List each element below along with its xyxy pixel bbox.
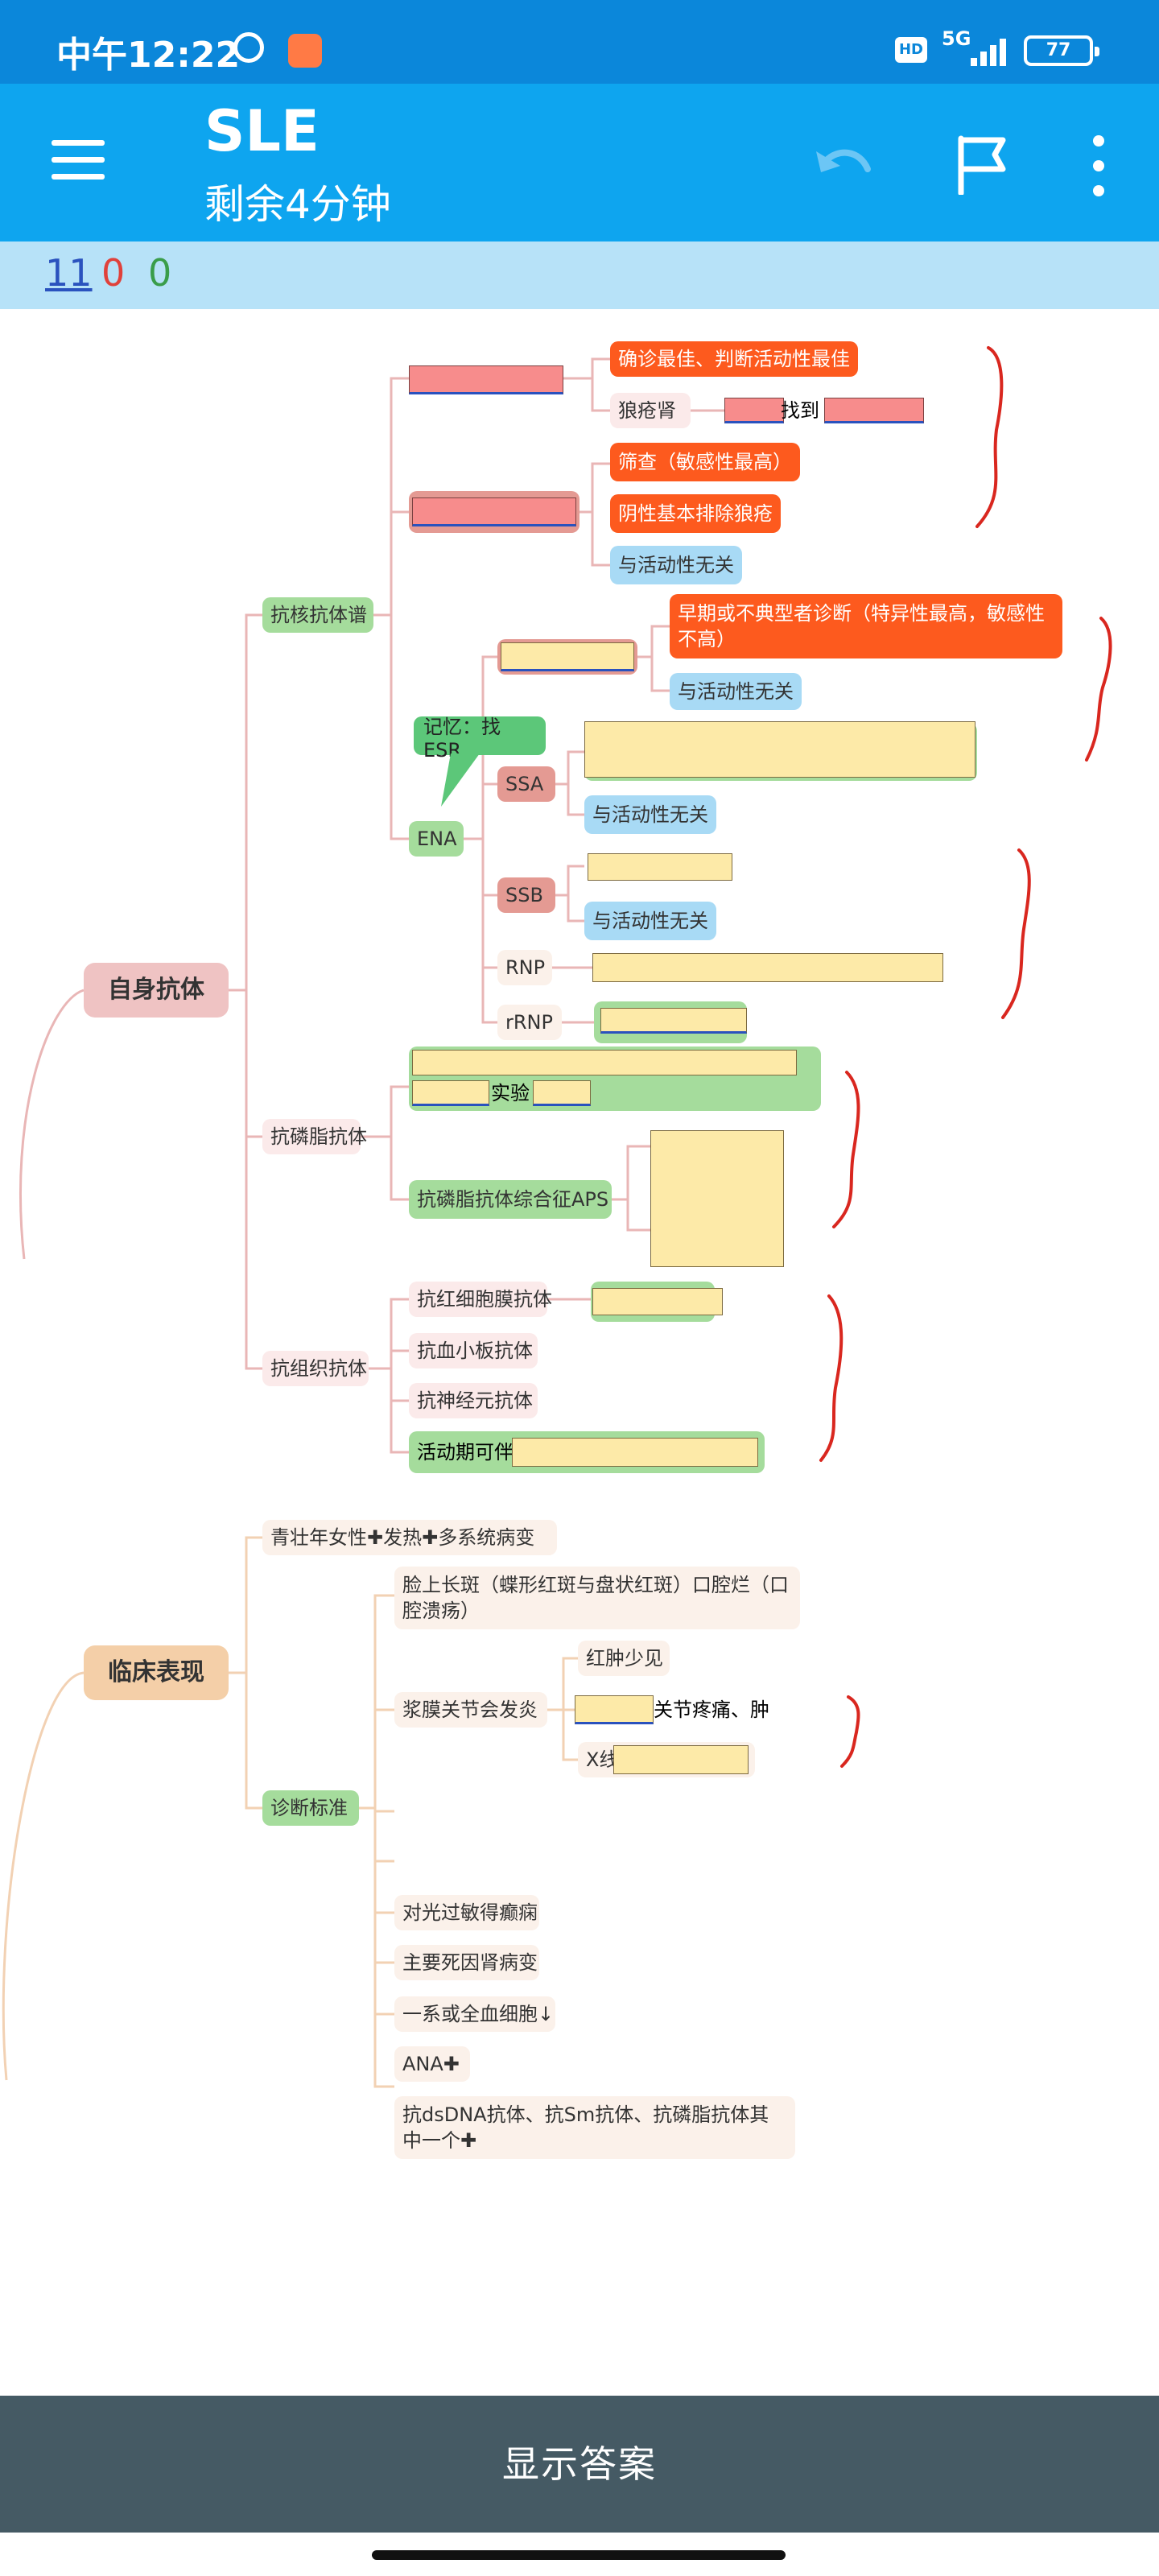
mask-rrnp[interactable]	[600, 1008, 747, 1034]
learning-count: 0	[101, 251, 126, 295]
mask-ssb[interactable]	[588, 853, 732, 881]
mask-ds-kidney-b[interactable]	[824, 398, 924, 423]
deck-title: SLE	[204, 98, 320, 164]
notification-icon	[288, 34, 322, 68]
node-t2[interactable]: 抗血小板抗体	[409, 1333, 538, 1368]
root-autoantibodies[interactable]: 自身抗体	[84, 963, 229, 1018]
mask-ds-dna[interactable]	[409, 365, 563, 394]
node-t4[interactable]: 活动期可伴	[417, 1440, 514, 1463]
mask-ds-kidney-a[interactable]	[724, 398, 784, 423]
node-ssa[interactable]: SSA	[497, 766, 555, 802]
app-bar: SLE 剩余4分钟	[0, 84, 1159, 242]
node-d7[interactable]: 抗dsDNA抗体、抗Sm抗体、抗磷脂抗体其中一个✚	[394, 2096, 795, 2159]
mask-d2-2[interactable]	[575, 1695, 654, 1724]
mask-t1[interactable]	[592, 1288, 723, 1315]
node-ssb-1[interactable]: 与活动性无关	[584, 902, 716, 940]
node-t3[interactable]: 抗神经元抗体	[409, 1383, 538, 1418]
mask-apl-c[interactable]	[533, 1080, 591, 1106]
root-clinical[interactable]: 临床表现	[84, 1645, 229, 1700]
mind-map: 自身抗体 抗核抗体谱 确诊最佳、判断活动性最佳 狼疮肾 找到 筛查（敏感性最高）…	[0, 309, 1159, 2396]
mask-sm[interactable]	[501, 642, 634, 671]
mask-t4[interactable]	[512, 1438, 758, 1467]
node-c1[interactable]: 青壮年女性✚发热✚多系统病变	[262, 1520, 557, 1555]
show-answer-button[interactable]: 显示答案	[0, 2396, 1159, 2533]
node-d2-2[interactable]: 关节疼痛、肿	[654, 1698, 769, 1721]
mask-rnp[interactable]	[592, 953, 943, 982]
node-rnp[interactable]: RNP	[497, 950, 552, 985]
time-remaining: 剩余4分钟	[204, 181, 391, 228]
node-t1[interactable]: 抗红细胞膜抗体	[409, 1282, 552, 1317]
alarm-icon	[233, 32, 264, 63]
node-d4[interactable]: 主要死因肾病变	[394, 1945, 539, 1980]
node-d2[interactable]: 浆膜关节会发炎	[394, 1692, 547, 1728]
mask-apl-a[interactable]	[412, 1050, 797, 1075]
node-ana-1[interactable]: 筛查（敏感性最高）	[610, 443, 800, 481]
memo-callout[interactable]: 记忆：找ESR	[414, 716, 546, 762]
new-count: 11	[45, 251, 93, 295]
status-bar: 中午12:22 HD 5G 77	[0, 0, 1159, 84]
node-ana-2[interactable]: 阴性基本排除狼疮	[610, 494, 781, 533]
status-time: 中午12:22	[56, 35, 241, 76]
battery-icon: 77	[1024, 35, 1099, 66]
node-d5[interactable]: 一系或全血细胞↓	[394, 1996, 555, 2032]
more-options-icon[interactable]	[1087, 134, 1111, 198]
network-type: 5G	[942, 27, 971, 50]
mask-aps[interactable]	[650, 1130, 784, 1267]
node-ana-spectrum[interactable]: 抗核抗体谱	[262, 597, 373, 633]
node-antiphospholipid[interactable]: 抗磷脂抗体	[262, 1119, 367, 1154]
node-sm-2[interactable]: 与活动性无关	[670, 673, 802, 710]
node-d6[interactable]: ANA✚	[394, 2046, 470, 2082]
node-d1[interactable]: 脸上长斑（蝶形红斑与盘状红斑）口腔烂（口腔溃疡）	[394, 1567, 800, 1629]
node-ds-1[interactable]: 确诊最佳、判断活动性最佳	[610, 341, 858, 377]
undo-icon[interactable]	[810, 137, 874, 193]
node-ena[interactable]: ENA	[409, 821, 464, 857]
flag-icon[interactable]	[955, 135, 1009, 195]
node-d3[interactable]: 对光过敏得癫痫	[394, 1895, 539, 1930]
node-ana-container[interactable]	[409, 491, 580, 533]
mask-ana[interactable]	[412, 497, 576, 526]
node-rrnp[interactable]: rRNP	[497, 1005, 562, 1040]
mind-map-connectors	[2, 346, 1112, 2088]
node-diagnostic-criteria[interactable]: 诊断标准	[262, 1790, 359, 1826]
node-anti-tissue[interactable]: 抗组织抗体	[262, 1351, 369, 1386]
mask-d2-3[interactable]	[613, 1745, 749, 1774]
node-sm-container[interactable]	[497, 639, 637, 675]
hd-badge: HD	[895, 37, 927, 63]
node-d2-1[interactable]: 红肿少见	[578, 1641, 670, 1676]
gesture-nav-bar[interactable]	[372, 2550, 786, 2560]
mask-apl-b[interactable]	[412, 1080, 489, 1106]
review-count: 0	[148, 251, 172, 295]
node-ana-3[interactable]: 与活动性无关	[610, 546, 742, 584]
signal-icon	[966, 34, 1014, 66]
review-counts-bar: 11 0 0	[0, 242, 1159, 309]
node-sm-1[interactable]: 早期或不典型者诊断（特异性最高，敏感性不高）	[670, 594, 1062, 658]
node-ds-2[interactable]: 狼疮肾	[610, 393, 691, 428]
mask-ssa[interactable]	[584, 721, 975, 778]
node-ds-find: 找到	[781, 398, 819, 422]
node-apl-test: 实验	[491, 1081, 530, 1104]
callout-pointer	[441, 753, 480, 807]
node-aps[interactable]: 抗磷脂抗体综合征APS	[409, 1180, 612, 1219]
node-ssb[interactable]: SSB	[497, 877, 555, 913]
menu-icon[interactable]	[52, 140, 105, 180]
node-ssa-1[interactable]: 与活动性无关	[584, 795, 716, 834]
